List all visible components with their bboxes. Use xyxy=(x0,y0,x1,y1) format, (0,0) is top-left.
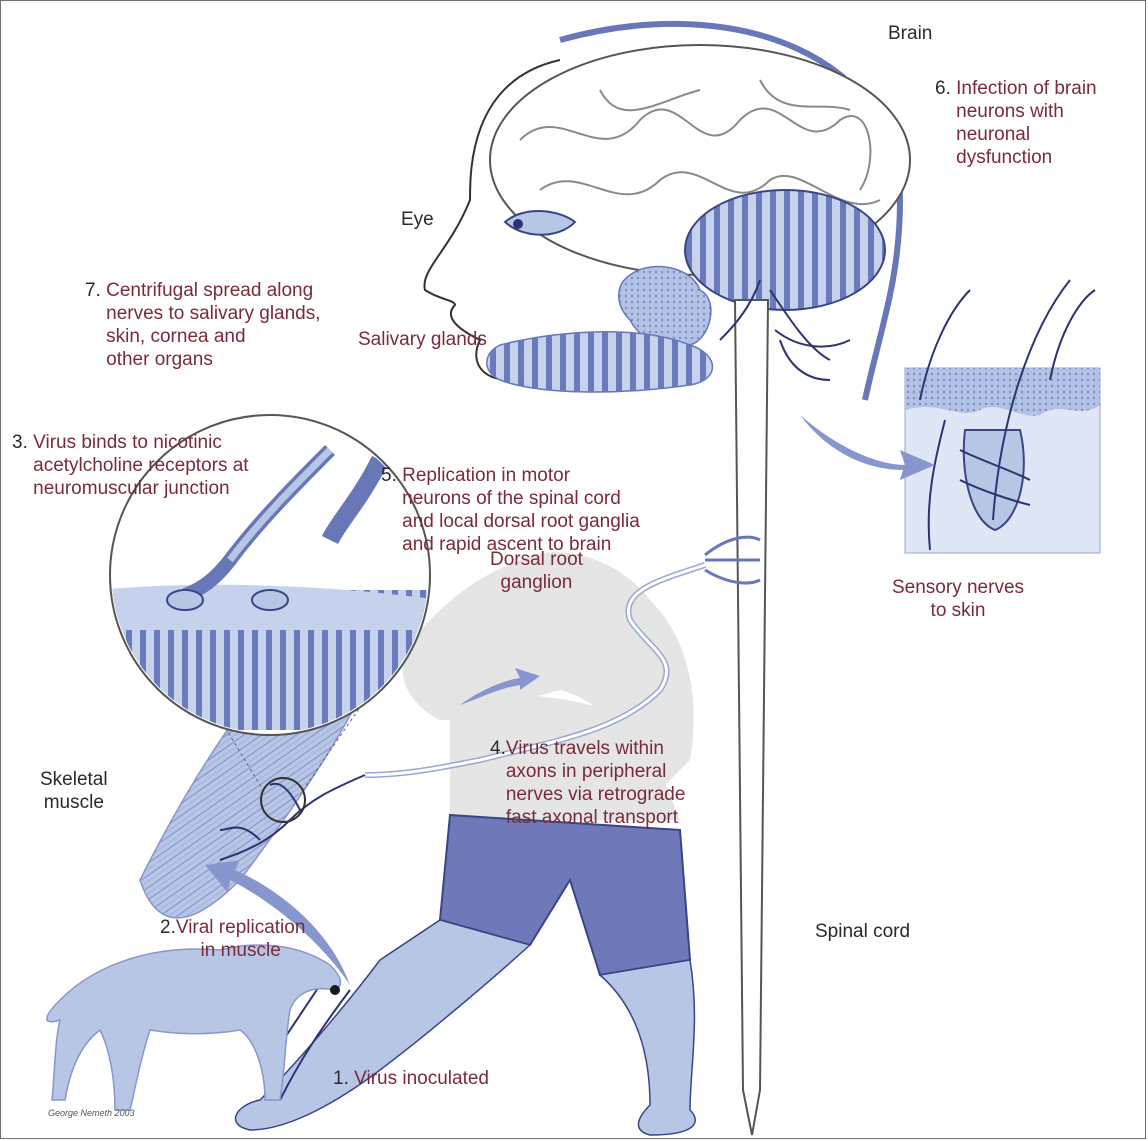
step-5-text: Replication in motor neurons of the spin… xyxy=(402,464,640,556)
label-eye: Eye xyxy=(401,208,434,231)
salivary-gland-lower xyxy=(487,332,713,392)
spinal-cord xyxy=(735,300,768,1135)
label-sensory-nerves: Sensory nerves to skin xyxy=(892,576,1024,622)
step-4-number: 4. xyxy=(490,737,506,760)
step-3: 3. Virus binds to nicotinic acetylcholin… xyxy=(12,408,249,500)
step-6-text: Infection of brain neurons with neuronal… xyxy=(956,77,1096,169)
wolf-bite-mark xyxy=(330,985,340,995)
step-2-text: Viral replication in muscle xyxy=(176,916,306,962)
label-spinal-cord: Spinal cord xyxy=(815,920,910,943)
step-5-number: 5. xyxy=(381,464,397,487)
step-1-text: Virus inoculated xyxy=(354,1068,489,1089)
step-3-number: 3. xyxy=(12,431,28,454)
step-6-number: 6. xyxy=(935,77,951,100)
step-7-text: Centrifugal spread along nerves to saliv… xyxy=(106,279,320,371)
step-2-number: 2. xyxy=(160,917,176,938)
right-leg xyxy=(600,960,695,1135)
step-7-number: 7. xyxy=(85,279,101,302)
step-1-number: 1. xyxy=(333,1068,349,1089)
eye-pupil xyxy=(513,219,523,229)
step-5: 5. Replication in motor neurons of the s… xyxy=(381,441,640,556)
step-7: 7. Centrifugal spread along nerves to sa… xyxy=(85,256,321,371)
step-4-text: Virus travels within axons in peripheral… xyxy=(506,737,686,829)
label-skeletal-muscle: Skeletal muscle xyxy=(40,768,108,814)
cerebellum xyxy=(685,190,885,310)
artist-signature: George Nemeth 2003 xyxy=(48,1108,135,1119)
step-4: 4.Virus travels within axons in peripher… xyxy=(490,714,685,829)
step-3-text: Virus binds to nicotinic acetylcholine r… xyxy=(33,431,248,500)
label-brain: Brain xyxy=(888,22,932,45)
step-6: 6. Infection of brain neurons with neuro… xyxy=(935,54,1097,169)
label-salivary-glands: Salivary glands xyxy=(358,328,487,351)
step-1: 1. Virus inoculated xyxy=(333,1044,489,1090)
step-2: 2.Viral replication in muscle xyxy=(160,893,305,962)
